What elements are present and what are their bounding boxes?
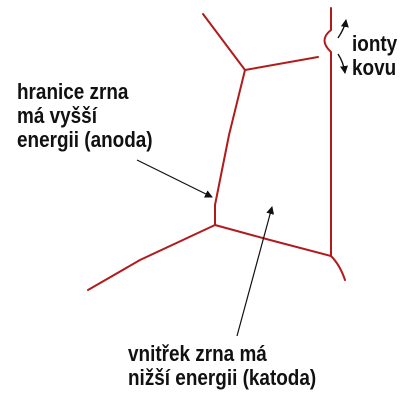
grain-boundary-label-line-1: hranice zrna [17, 79, 129, 104]
grain-boundary-left-wall [214, 69, 246, 206]
grain-boundary-bottom-left [87, 224, 216, 291]
grain-boundary-right-wall [323, 7, 332, 257]
grain-boundary-label-line-3: energii (anoda) [17, 127, 153, 152]
metal-ions-label-line-2: kovu [352, 55, 397, 80]
metal-ions-label: ionty kovu [352, 32, 397, 80]
ion-arrow-down [337, 53, 348, 74]
ion-arrows [337, 19, 349, 74]
grain-interior-label: vnitřek zrna má nižší energii (katoda) [128, 342, 316, 390]
grain-boundary-label-line-2: má vyšší [17, 103, 97, 128]
pointer-lines [136, 159, 275, 337]
grain-boundary-top-right [244, 56, 319, 71]
grain-interior-pointer [236, 206, 275, 337]
metal-ions-label-line-1: ionty [352, 31, 398, 56]
grain-interior-label-line-2: nižší energii (katoda) [128, 365, 317, 390]
grain-boundary-top-left [202, 13, 246, 71]
grain-boundary-label: hranice zrna má vyšší energii (anoda) [17, 80, 153, 152]
grain-boundary-bottom [214, 204, 346, 281]
grain-boundary-pointer [136, 159, 213, 198]
grain-interior-label-line-1: vnitřek zrna má [128, 341, 267, 366]
ion-arrow-up [337, 19, 349, 39]
grain-boundaries [87, 7, 346, 291]
